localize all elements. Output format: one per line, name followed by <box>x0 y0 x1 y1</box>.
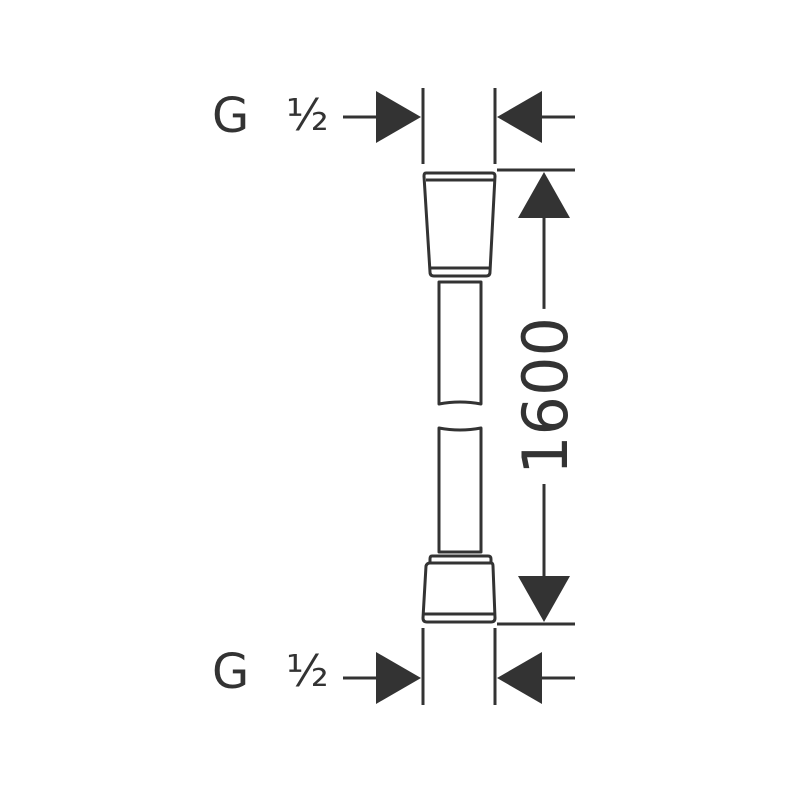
top-thread-fraction: ½ <box>286 90 329 141</box>
top-thread-letter: G <box>212 88 250 144</box>
hose-lower-segment <box>437 426 483 554</box>
bottom-thread-letter: G <box>212 644 250 700</box>
hose-upper-segment <box>437 280 483 406</box>
length-dimension-label: 1600 <box>509 309 582 483</box>
bottom-thread-arrow-right <box>376 652 421 704</box>
length-arrow-down <box>518 576 570 622</box>
top-thread-arrow-left <box>497 91 542 143</box>
top-thread-arrow-right <box>376 91 421 143</box>
bottom-thread-fraction: ½ <box>286 646 329 697</box>
bottom-thread-arrow-left <box>497 652 542 704</box>
length-arrow-up <box>518 172 570 218</box>
top-fitting <box>422 171 497 278</box>
bottom-fitting-body <box>421 561 497 624</box>
